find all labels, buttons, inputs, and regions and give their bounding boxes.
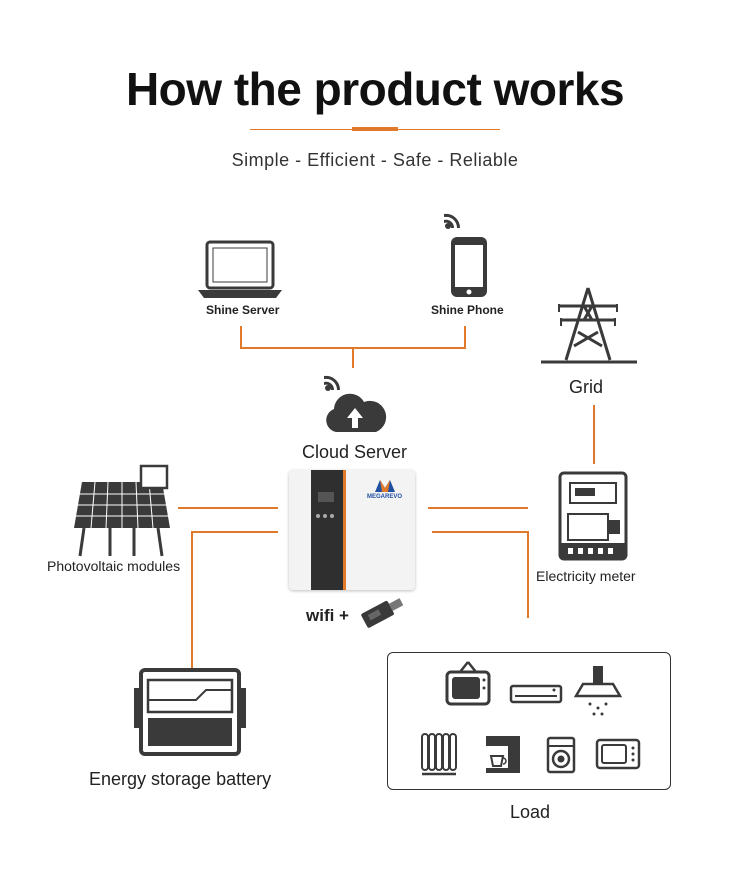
inverter-brand-label: MEGAREVO	[367, 494, 403, 500]
line-inverter-load	[432, 531, 529, 618]
inverter-button	[316, 514, 320, 518]
load-container	[387, 652, 671, 790]
page-title: How the product works	[125, 63, 625, 115]
electricity-meter-label: Electricity meter	[536, 568, 636, 584]
load-label: Load	[510, 802, 551, 822]
brand-logo-icon	[375, 480, 395, 492]
grid-label: Grid	[569, 377, 604, 397]
inverter-panel	[311, 470, 343, 590]
inverter-button	[323, 514, 327, 518]
line-battery-inverter	[191, 531, 278, 668]
photovoltaic-label: Photovoltaic modules	[47, 558, 181, 574]
cloud-server-label: Cloud Server	[302, 442, 408, 462]
title-divider-accent	[352, 127, 398, 131]
wifi-label: wifi +	[306, 606, 349, 625]
inverter-button	[330, 514, 334, 518]
inverter-display	[318, 492, 334, 502]
energy-storage-label: Energy storage battery	[89, 769, 272, 789]
page-subtitle: Simple - Efficient - Safe - Reliable	[231, 150, 519, 170]
inverter-icon: MEGAREVO	[289, 470, 415, 590]
shine-phone-label: Shine Phone	[431, 303, 504, 317]
shine-server-label: Shine Server	[206, 303, 280, 317]
inverter-stripe	[343, 470, 346, 590]
